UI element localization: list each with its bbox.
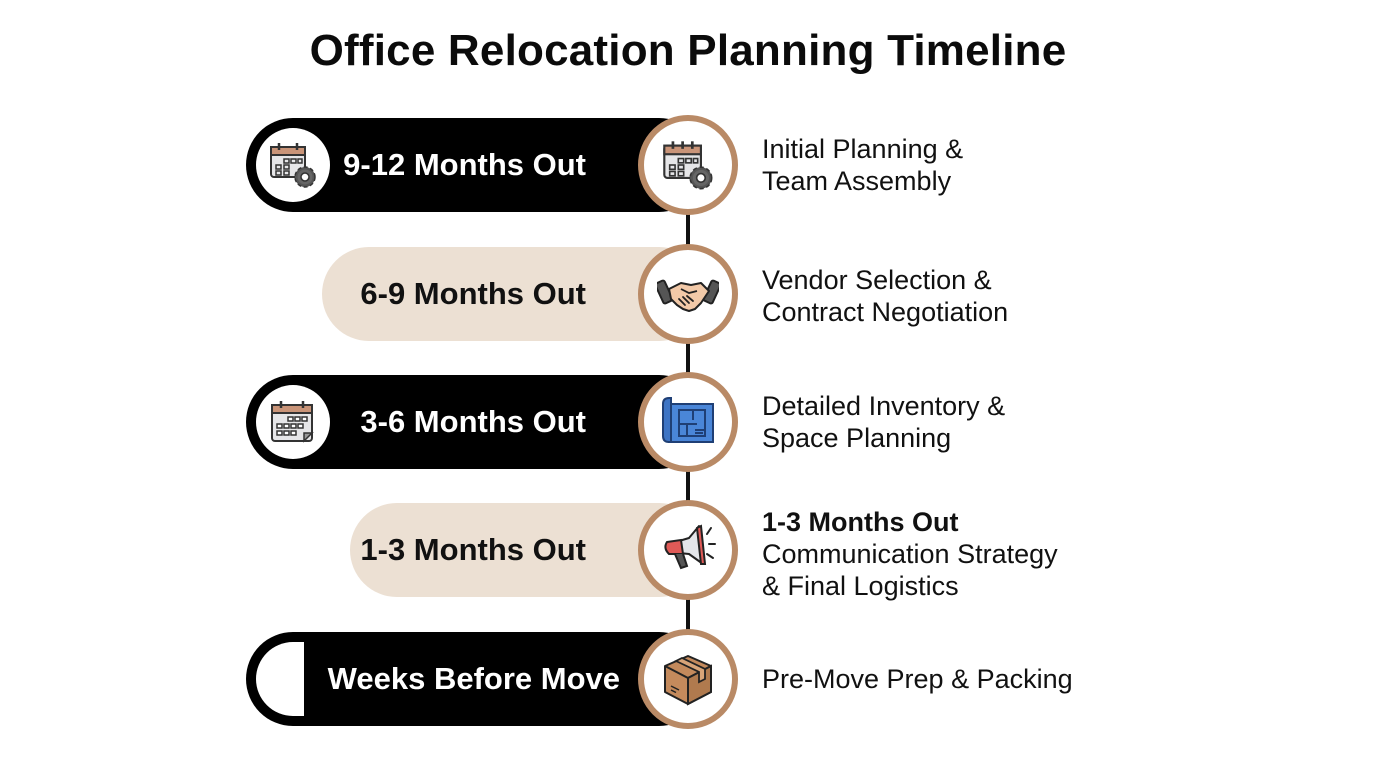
stage-label: Weeks Before Move xyxy=(327,661,620,696)
timeline-stage-2: 6-9 Months Out Vendor Selection & Contra… xyxy=(0,244,1376,344)
description-heading: 1-3 Months Out xyxy=(762,507,959,537)
stage-label: 1-3 Months Out xyxy=(360,532,586,567)
calendar-gear-icon xyxy=(256,128,330,202)
stage-pill: Weeks Before Move xyxy=(246,632,706,726)
stage-description: Vendor Selection & Contract Negotiation xyxy=(762,264,1008,328)
stage-label: 9-12 Months Out xyxy=(343,147,586,182)
blueprint-icon xyxy=(638,372,738,472)
description-line: Contract Negotiation xyxy=(762,297,1009,327)
description-line: Detailed Inventory & xyxy=(762,391,1006,421)
stage-label: 6-9 Months Out xyxy=(360,276,586,311)
handshake-icon xyxy=(638,244,738,344)
timeline-stage-4: 1-3 Months Out 1-3 Months Out Communicat… xyxy=(0,500,1376,602)
stage-description: Initial Planning & Team Assembly xyxy=(762,133,963,197)
megaphone-icon xyxy=(638,500,738,600)
timeline-stage-5: Weeks Before Move Pre-Move Prep & Packin… xyxy=(0,629,1376,729)
stage-pill: 3-6 Months Out xyxy=(246,375,706,469)
description-line: Space Planning xyxy=(762,423,952,453)
box-icon xyxy=(638,629,738,729)
placeholder-disc xyxy=(256,642,304,716)
calendar-gear-icon xyxy=(638,115,738,215)
calendar-icon xyxy=(256,385,330,459)
stage-pill: 9-12 Months Out xyxy=(246,118,706,212)
stage-description: 1-3 Months Out Communication Strategy & … xyxy=(762,506,1058,602)
timeline-stage-3: 3-6 Months Out Detailed Inventory & Spac… xyxy=(0,372,1376,472)
stage-description: Detailed Inventory & Space Planning xyxy=(762,390,1005,454)
timeline-stage-1: 9-12 Months Out Initial Planning & Team … xyxy=(0,115,1376,215)
page-title: Office Relocation Planning Timeline xyxy=(309,26,1067,75)
description-line: Initial Planning & xyxy=(762,134,964,164)
stage-description: Pre-Move Prep & Packing xyxy=(762,663,1073,695)
description-line: & Final Logistics xyxy=(762,571,959,601)
description-line: Team Assembly xyxy=(762,166,952,196)
description-line: Pre-Move Prep & Packing xyxy=(762,664,1073,694)
description-line: Communication Strategy xyxy=(762,539,1058,569)
description-line: Vendor Selection & xyxy=(762,265,992,295)
stage-label: 3-6 Months Out xyxy=(360,404,586,439)
